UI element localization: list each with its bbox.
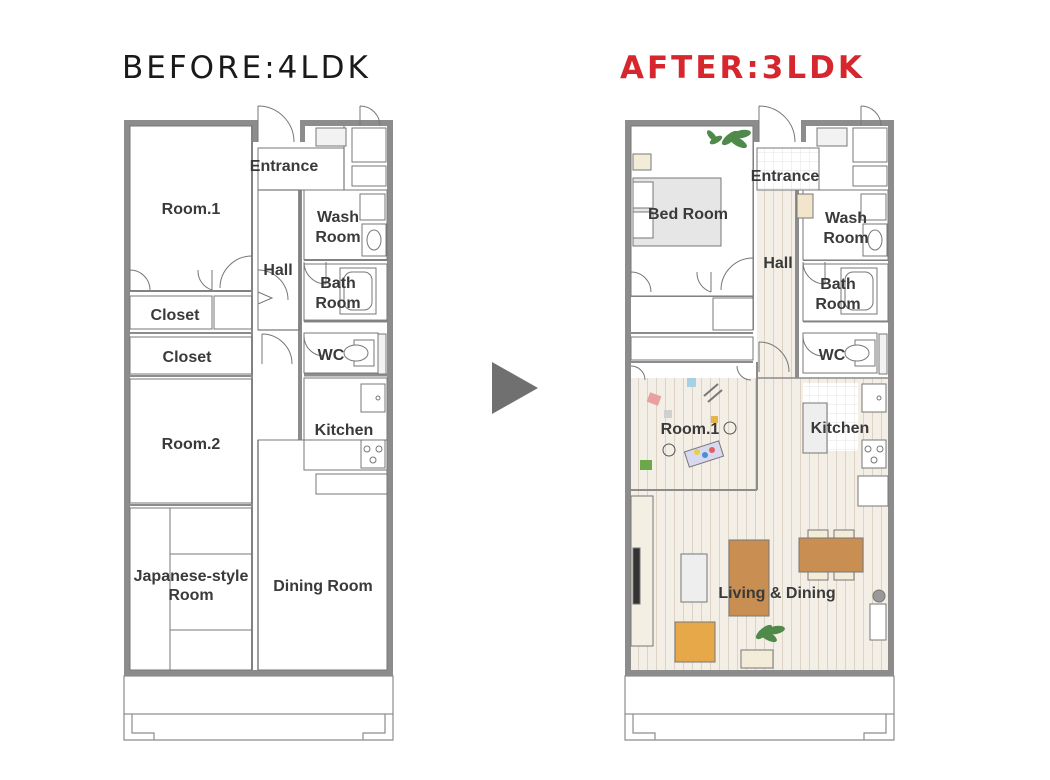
after-room1-label: Room.1 <box>661 421 720 438</box>
after-wash-label-1: Wash <box>825 210 867 227</box>
after-doors <box>630 105 882 381</box>
after-plan: Bed Room Entrance Wash Room Hall Bath Ro… <box>624 105 895 741</box>
before-japanese-label-1: Japanese-style <box>134 568 249 585</box>
after-entrance-label: Entrance <box>751 168 820 185</box>
before-labels: Entrance Room.1 Wash Room Hall Bath Room… <box>134 158 374 604</box>
before-room2-label: Room.2 <box>162 436 221 453</box>
transition-arrow-icon <box>492 362 538 414</box>
after-kitchen-label: Kitchen <box>811 420 870 437</box>
armchair <box>674 621 716 663</box>
after-bath-label-1: Bath <box>820 276 856 293</box>
before-room1-label: Room.1 <box>162 201 221 218</box>
before-wash-label-1: Wash <box>317 209 359 226</box>
before-japanese-label-2: Room <box>168 587 213 604</box>
after-balcony <box>624 675 895 741</box>
before-bath-label-1: Bath <box>320 275 356 292</box>
after-wash-label-2: Room <box>823 230 868 247</box>
before-wc-label: WC <box>318 347 345 364</box>
before-dining-label: Dining Room <box>273 578 373 595</box>
after-walls <box>625 120 894 676</box>
before-fixtures <box>315 127 387 469</box>
before-room-outlines <box>129 125 388 671</box>
plant-icon <box>706 129 785 643</box>
before-walls <box>124 120 393 676</box>
after-toys <box>640 378 737 470</box>
before-closet2-label: Closet <box>163 349 213 366</box>
before-doors <box>129 105 381 365</box>
after-furniture <box>632 153 887 669</box>
coffee-table <box>728 539 770 617</box>
dining-table <box>798 537 864 573</box>
after-bedroom-label: Bed Room <box>648 206 728 223</box>
before-title: BEFORE:4LDK <box>122 50 371 86</box>
after-living-label: Living & Dining <box>718 585 835 602</box>
before-balcony <box>123 675 394 741</box>
before-closet1-label: Closet <box>151 307 201 324</box>
before-kitchen-label: Kitchen <box>315 422 374 439</box>
after-wc-label: WC <box>819 347 846 364</box>
after-labels: Bed Room Entrance Wash Room Hall Bath Ro… <box>648 168 869 602</box>
after-fixtures <box>796 127 888 469</box>
sofa <box>680 553 708 603</box>
before-bath-label-2: Room <box>315 295 360 312</box>
after-hall-label: Hall <box>763 255 792 272</box>
after-title: AFTER:3LDK <box>620 50 865 86</box>
before-entrance-label: Entrance <box>250 158 319 175</box>
before-wash-label-2: Room <box>315 229 360 246</box>
before-hall-label: Hall <box>263 262 292 279</box>
after-bath-label-2: Room <box>815 296 860 313</box>
before-plan: Entrance Room.1 Wash Room Hall Bath Room… <box>123 105 394 741</box>
